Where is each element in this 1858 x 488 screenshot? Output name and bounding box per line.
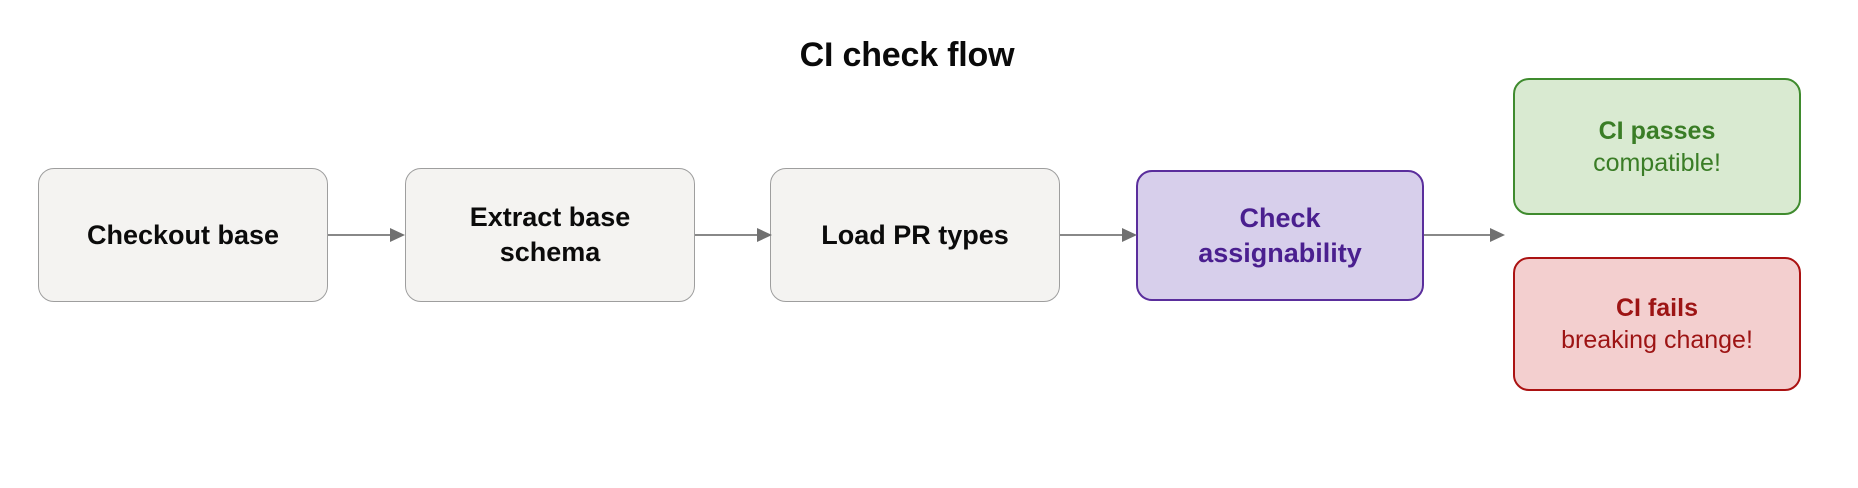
edge-loadtypes-to-check (1060, 223, 1140, 247)
node-label-check-assignability-line2: assignability (1198, 237, 1362, 268)
node-label-check-assignability-line1: Check (1239, 202, 1321, 233)
node-extract-base-schema[interactable]: Extract base schema (405, 168, 695, 302)
node-label-extract-base-schema-line2: schema (499, 237, 601, 267)
node-label-ci-fails-title: CI fails (1616, 294, 1698, 322)
node-label-ci-passes-detail: compatible! (1593, 148, 1721, 177)
node-label-ci-fails-detail: breaking change! (1561, 326, 1753, 354)
node-ci-fails[interactable]: CI fails breaking change! (1513, 257, 1801, 391)
node-load-pr-types[interactable]: Load PR types (770, 168, 1060, 302)
node-check-assignability[interactable]: Check assignability (1136, 170, 1424, 301)
node-label-load-pr-types: Load PR types (821, 219, 1009, 250)
edge-check-to-outcome (1424, 223, 1514, 247)
edge-checkout-to-extract (328, 223, 408, 247)
node-checkout-base[interactable]: Checkout base (38, 168, 328, 302)
node-label-checkout-base: Checkout base (86, 219, 280, 250)
edge-extract-to-loadtypes (695, 223, 775, 247)
node-label-extract-base-schema-line1: Extract base (469, 202, 631, 233)
node-ci-passes[interactable]: CI passes compatible! (1513, 78, 1801, 215)
page-title: CI check flow (799, 36, 1015, 74)
node-label-ci-passes-title: CI passes (1598, 116, 1716, 145)
